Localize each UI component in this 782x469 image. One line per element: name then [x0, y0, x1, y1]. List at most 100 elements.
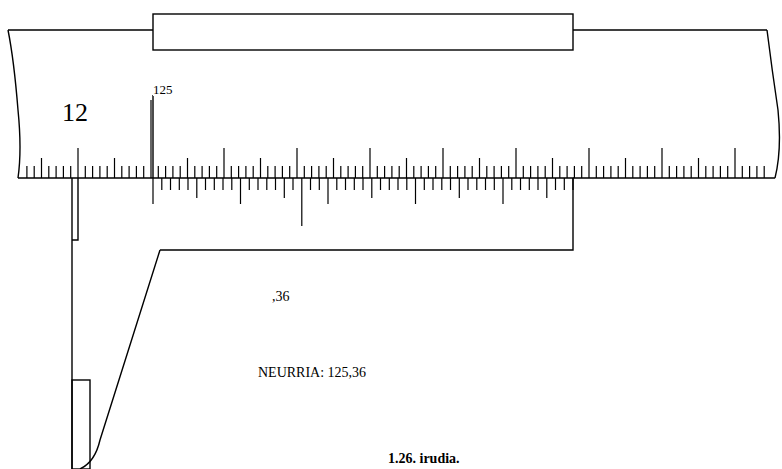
tick: [691, 166, 692, 178]
tick: [380, 178, 381, 190]
tick: [537, 166, 538, 178]
tick: [85, 166, 86, 178]
tick: [494, 166, 495, 178]
tick: [362, 178, 363, 190]
tick: [676, 166, 677, 178]
tick: [136, 166, 137, 178]
tick: [326, 166, 327, 178]
depth-bar: [153, 14, 573, 50]
tick: [450, 178, 451, 190]
tick: [459, 178, 460, 198]
tick: [196, 178, 197, 198]
tick: [734, 148, 735, 178]
tick: [48, 166, 49, 178]
tick: [107, 166, 108, 178]
tick: [552, 158, 553, 178]
tick: [209, 166, 210, 178]
tick: [267, 166, 268, 178]
tick: [41, 158, 42, 178]
tick: [661, 148, 662, 178]
tick: [435, 166, 436, 178]
tick: [301, 178, 302, 226]
tick: [187, 158, 188, 178]
tick: [114, 158, 115, 178]
tick: [712, 166, 713, 178]
tick: [406, 178, 407, 190]
beam-top: [8, 29, 767, 30]
tick: [581, 166, 582, 178]
tick: [170, 178, 171, 190]
tick: [362, 166, 363, 178]
tick: [476, 178, 477, 190]
tick: [161, 178, 162, 190]
tick: [222, 178, 223, 190]
tick: [245, 166, 246, 178]
tick: [304, 166, 305, 178]
tick: [327, 178, 328, 204]
fixed-jaw: [72, 178, 78, 469]
tick: [588, 148, 589, 178]
tick: [632, 166, 633, 178]
tick: [77, 148, 78, 178]
tick: [647, 166, 648, 178]
tick: [546, 178, 547, 198]
tick: [485, 178, 486, 190]
tick: [756, 166, 757, 178]
tick: [511, 178, 512, 190]
reading-mark-label: 125: [153, 83, 173, 96]
tick: [683, 166, 684, 178]
tick: [369, 148, 370, 178]
fixed-jaw-tip: [72, 380, 90, 469]
tick: [502, 178, 503, 204]
tick: [457, 166, 458, 178]
tick: [421, 166, 422, 178]
tick: [318, 166, 319, 178]
tick: [289, 166, 290, 178]
tick: [63, 166, 64, 178]
tick: [442, 148, 443, 178]
scale-ticks: [27, 100, 764, 226]
tick: [260, 158, 261, 178]
tick: [698, 158, 699, 178]
tick: [345, 178, 346, 190]
tick: [441, 178, 442, 190]
tick: [311, 166, 312, 178]
tick: [639, 166, 640, 178]
tick: [384, 166, 385, 178]
tick: [596, 166, 597, 178]
tick: [240, 178, 241, 204]
tick: [618, 166, 619, 178]
tick: [172, 166, 173, 178]
tick: [559, 166, 560, 178]
tick: [564, 178, 565, 190]
tick: [397, 178, 398, 190]
slide-edge: [152, 95, 153, 178]
tick: [486, 166, 487, 178]
tick: [354, 178, 355, 190]
moving-jaw: [80, 250, 160, 469]
tick: [464, 166, 465, 178]
tick: [202, 166, 203, 178]
tick: [340, 166, 341, 178]
tick: [555, 178, 556, 190]
tick: [389, 178, 390, 190]
tick: [371, 178, 372, 198]
tick: [399, 166, 400, 178]
tick: [749, 166, 750, 178]
tick: [310, 178, 311, 190]
tick: [428, 166, 429, 178]
tick: [231, 178, 232, 190]
vernier-reading: ,36: [272, 290, 290, 304]
beam-left-end: [8, 30, 20, 178]
tick: [34, 166, 35, 178]
beam-right-end: [767, 30, 779, 178]
tick: [231, 166, 232, 178]
tick: [450, 166, 451, 178]
tick: [284, 178, 285, 198]
tick: [727, 166, 728, 178]
tick: [158, 166, 159, 178]
tick: [610, 166, 611, 178]
tick: [764, 166, 765, 178]
tick: [654, 166, 655, 178]
